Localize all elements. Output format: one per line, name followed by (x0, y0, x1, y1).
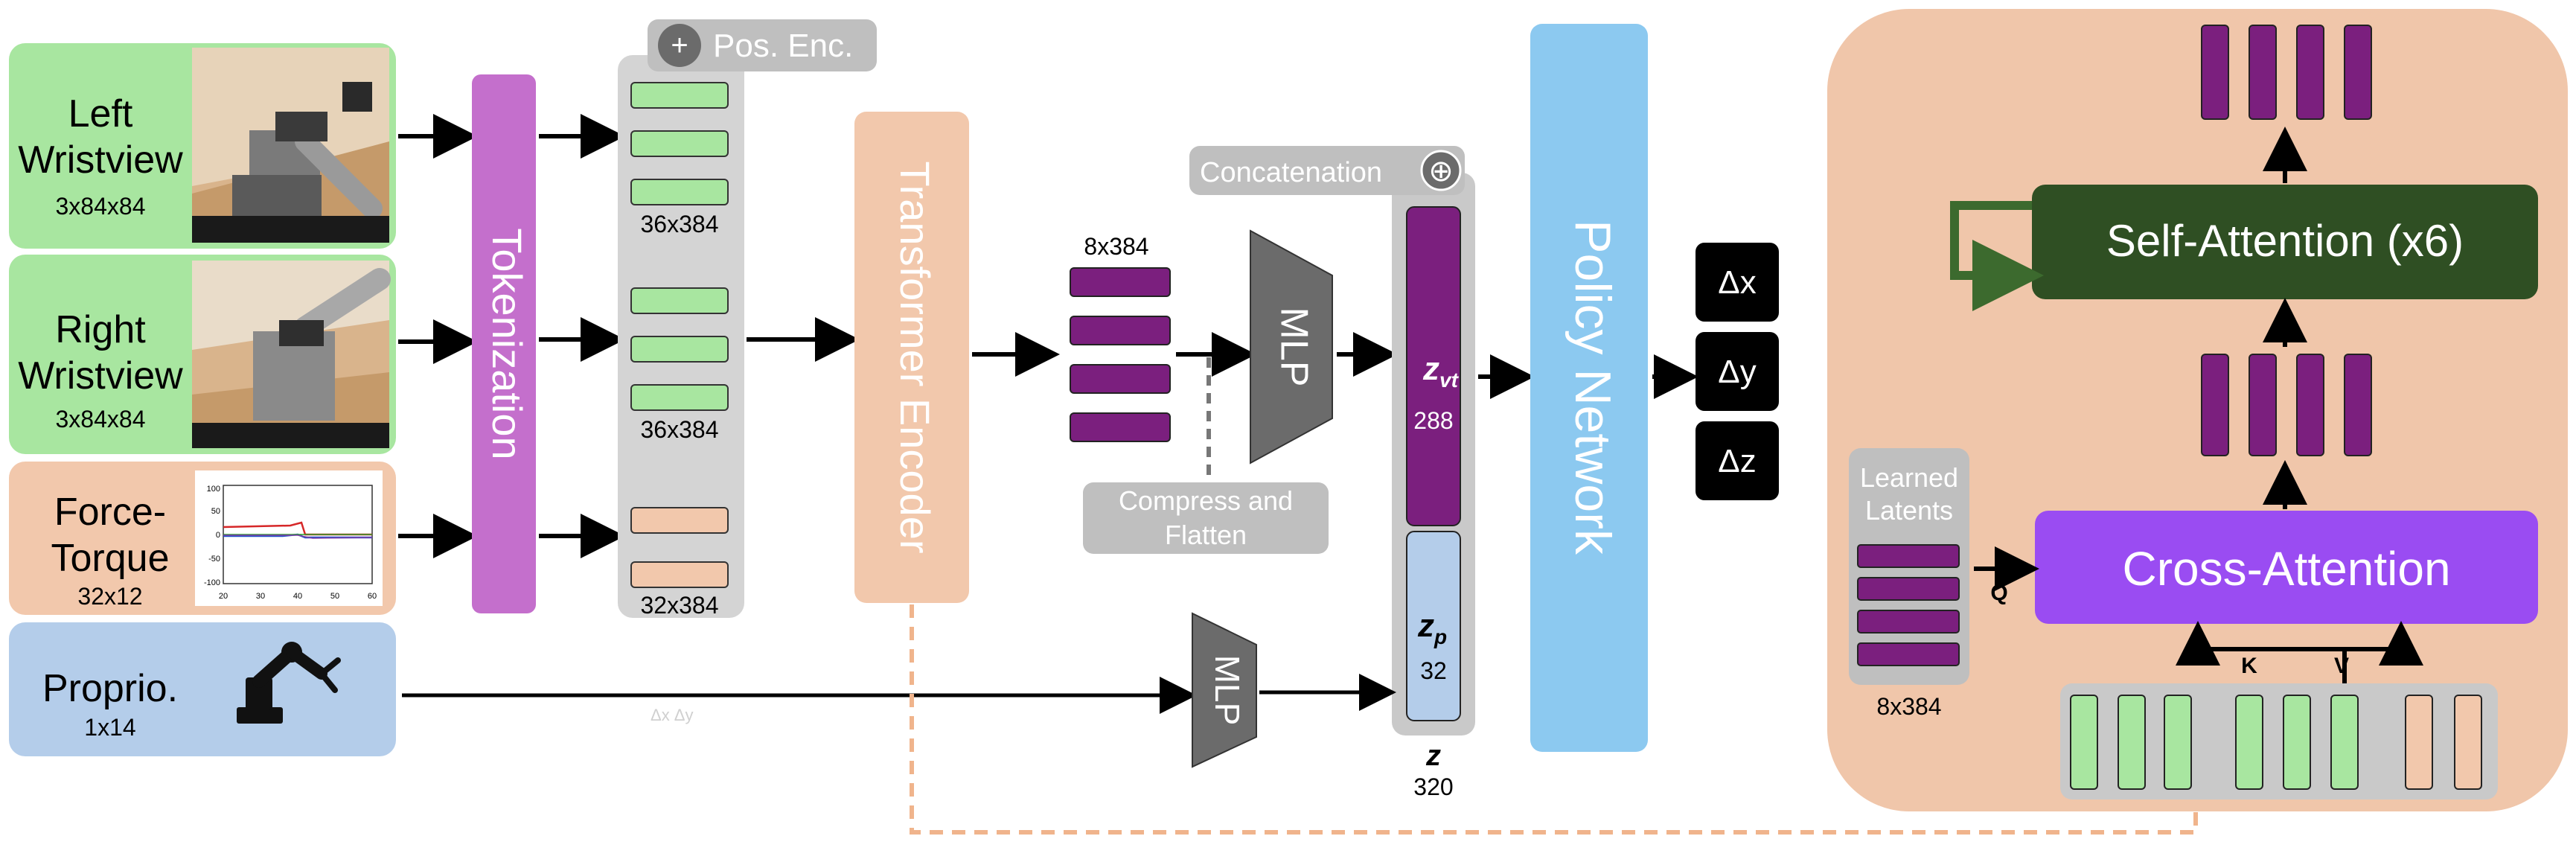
circled-plus-icon (1420, 150, 1462, 191)
encoder-output-latents: 8x384 (1070, 233, 1171, 442)
tokenization-block: Tokenization (472, 74, 536, 613)
zp-value: 32 (1420, 657, 1447, 684)
left-wristview-dims: 3x84x84 (56, 193, 146, 220)
mlp-bottom-label: MLP (1208, 655, 1247, 726)
mlp-top-label: MLP (1272, 307, 1315, 387)
tokenization-label: Tokenization (484, 228, 531, 459)
v-label: V (2334, 654, 2349, 678)
output-dz: Δz (1718, 443, 1756, 479)
k-label: K (2241, 654, 2257, 678)
output-dy: Δy (1718, 354, 1756, 390)
self-attention-loop-arrow (1950, 201, 2044, 311)
force-torque-plot: 100 50 0 -50 -100 20 30 40 50 60 (195, 470, 383, 606)
learned-latents-line-1: Learned (1860, 462, 1958, 493)
compress-line-1: Compress and (1119, 485, 1293, 516)
output-dz-box (1696, 421, 1779, 500)
learned-latents: Learned Latents 8x384 (1849, 448, 1969, 720)
ft-xtick-3: 40 (293, 592, 302, 601)
mid-latents (2201, 354, 2372, 456)
ft-line-purple (223, 534, 373, 539)
policy-network-block: Policy Network (1530, 24, 1648, 752)
force-torque-dims: 32x12 (77, 583, 142, 610)
output-latents-top (2201, 25, 2372, 120)
learned-latents-line-2: Latents (1865, 495, 1953, 526)
compress-line-2: Flatten (1165, 520, 1247, 550)
right-wristview-label-1: Right (55, 308, 146, 351)
encoder-output-dims: 8x384 (1084, 233, 1148, 260)
left-wristview-box: Left Wristview 3x84x84 (9, 43, 396, 249)
ft-xtick-2: 30 (256, 592, 265, 601)
cross-attention-block: Cross-Attention (2035, 511, 2538, 624)
token-group-1-dims: 36x384 (641, 211, 719, 237)
left-wristview-label-2: Wristview (18, 138, 183, 182)
token-group-2-dims: 36x384 (641, 416, 719, 443)
ft-xtick-5: 60 (368, 592, 377, 601)
token-group-3-dims: 32x384 (641, 592, 719, 619)
pos-enc-label: Pos. Enc. (713, 28, 853, 64)
proprio-label: Proprio. (42, 667, 178, 710)
output-dy-box (1696, 332, 1779, 411)
right-wristview-box: Right Wristview 3x84x84 (9, 255, 396, 454)
ft-ytick-4: -50 (208, 555, 220, 564)
outputs: Δx Δy Δz (1696, 243, 1779, 500)
proprio-box: Proprio. 1x14 (9, 622, 396, 756)
zp-symbol: zp (1417, 607, 1447, 648)
right-wristview-dims: 3x84x84 (56, 406, 146, 433)
right-wristview-image (192, 261, 391, 448)
kv-arrows (2176, 621, 2423, 683)
ft-ytick-3: 0 (216, 531, 220, 540)
concatenation-symbol: ⊕ (1428, 155, 1454, 188)
force-torque-label-2: Torque (51, 537, 170, 580)
q-label: Q (1990, 581, 2007, 605)
left-wristview-image (192, 48, 389, 243)
force-torque-box: Force- Torque 32x12 100 50 0 -50 -100 20… (9, 462, 396, 615)
z-total-symbol: z (1425, 739, 1441, 772)
proprio-dims: 1x14 (84, 714, 135, 741)
pos-enc-tag: + Pos. Enc. (648, 19, 877, 71)
encoder-to-panel-dashed (910, 604, 2198, 835)
ft-xtick-1: 20 (219, 592, 228, 601)
policy-network-label: Policy Network (1565, 220, 1621, 555)
input-arrows (398, 114, 478, 558)
ft-ytick-2: 50 (211, 507, 220, 516)
zvt-symbol: zvt (1422, 351, 1460, 392)
left-wristview-label-1: Left (68, 92, 133, 135)
ft-ytick-1: 100 (207, 485, 220, 494)
self-attention-block: Self-Attention (x6) (2032, 185, 2538, 299)
transformer-encoder-label: Transformer Encoder (892, 162, 939, 554)
cross-attention-label: Cross-Attention (2122, 542, 2450, 596)
pos-enc-symbol: + (671, 29, 688, 62)
ft-xtick-4: 50 (330, 592, 339, 601)
z-total-value: 320 (1413, 773, 1453, 800)
mlp-top: MLP (1250, 229, 1333, 465)
force-torque-label-1: Force- (54, 491, 166, 534)
transformer-encoder-block: Transformer Encoder (854, 112, 969, 603)
token-stack: 36x384 36x384 32x384 (618, 55, 744, 619)
concatenation-column: zvt 288 zp 32 (1392, 173, 1475, 735)
panel-input-tokens (2060, 683, 2498, 800)
faint-mark: Δx Δy (651, 706, 694, 724)
compress-flatten-box: Compress and Flatten (1083, 482, 1329, 554)
token-arrows (539, 114, 625, 558)
ft-ytick-5: -100 (204, 578, 220, 587)
zvt-value: 288 (1413, 407, 1453, 434)
concatenation-label: Concatenation (1200, 157, 1382, 188)
output-dx-box (1696, 243, 1779, 322)
self-attention-label: Self-Attention (x6) (2106, 216, 2464, 266)
right-wristview-label-2: Wristview (18, 354, 183, 398)
output-dx: Δx (1718, 264, 1756, 301)
mlp-bottom: MLP (1192, 612, 1257, 768)
learned-latents-dims: 8x384 (1876, 693, 1941, 720)
robot-arm-icon (237, 642, 341, 724)
concatenation-tag: Concatenation ⊕ (1189, 146, 1465, 195)
plus-icon (658, 24, 701, 67)
